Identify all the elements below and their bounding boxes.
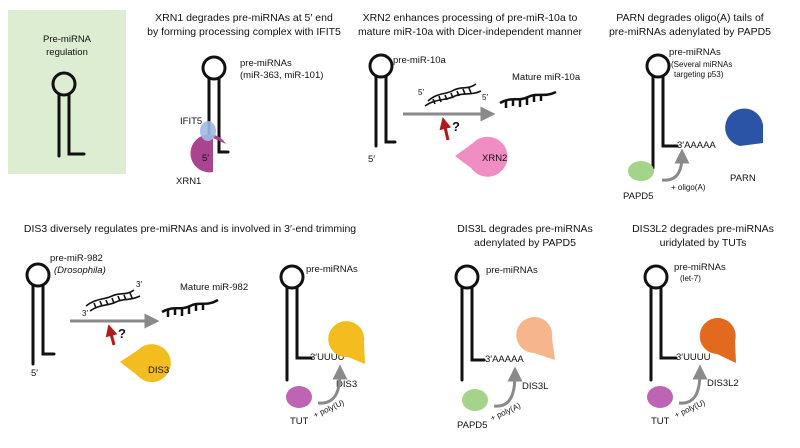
dis3l-poly-arrow [493, 366, 523, 408]
parn-oligo-arrow [661, 148, 690, 182]
dis3l2-rna-sub: (let-7) [680, 274, 701, 283]
dis3l2-tut-label: TUT [651, 416, 670, 427]
xrn2-title-line1: XRN2 enhances processing of pre-miR-10a … [363, 12, 578, 24]
panel-xrn2: XRN2 enhances processing of pre-miR-10a … [358, 12, 583, 177]
dis3l-title-line1: DIS3L degrades pre-miRNAs [457, 223, 593, 235]
panel-dis3l: DIS3L degrades pre-miRNAs adenylated by … [454, 223, 593, 431]
dis3-tut-label: TUT [290, 416, 309, 427]
xrn1-title-line1: XRN1 degrades pre-miRNAs at 5′ end [155, 12, 333, 24]
ifit5-protein [200, 121, 216, 141]
xrn2-duplex-five-prime-b: 5′ [482, 93, 488, 102]
parn-rna-sub-line1: (Several miRNAs [671, 60, 732, 69]
dis3-enzyme-a [120, 344, 171, 383]
xrn2-mature-rna [499, 90, 557, 108]
dis3l2-hairpin [643, 264, 678, 382]
dis3l-rna-label: pre-miRNAs [486, 265, 538, 276]
xrn2-red-arrow [439, 117, 452, 141]
dis3-tail: 3′UUUU [310, 352, 345, 363]
xrn1-enzyme [190, 134, 226, 173]
panel-dis3: DIS3 diversely regulates pre-miRNAs and … [24, 223, 365, 427]
parn-enzyme [725, 108, 763, 146]
parn-rna-sub-line2: targeting p53) [674, 70, 724, 79]
dis3-hairpin-b [279, 264, 313, 382]
dis3l-tail: 3′AAAAA [485, 354, 524, 365]
parn-title-line1: PARN degrades oligo(A) tails of [616, 12, 764, 24]
dis3-enzyme-b [328, 321, 365, 364]
xrn2-hairpin [368, 53, 397, 148]
panel-xrn1: XRN1 degrades pre-miRNAs at 5′ end by fo… [147, 12, 341, 187]
parn-papd5-label: PAPD5 [623, 191, 653, 202]
ifit5-label: IFIT5 [180, 116, 202, 127]
inset-hairpin [51, 71, 86, 158]
dis3-duplex-three-prime-b: 3′ [82, 309, 88, 318]
dis3-rna-label-2: pre-miRNAs [306, 264, 358, 275]
parn-papd5-protein [628, 161, 654, 181]
parn-oligo-label: + oligo(A) [671, 183, 706, 192]
panel-dis3l2: DIS3L2 degrades pre-miRNAs uridylated by… [632, 223, 774, 427]
dis3l-title-line2: adenylated by PAPD5 [474, 237, 576, 249]
xrn2-question-mark: ? [452, 119, 460, 134]
dis3-red-arrow [105, 324, 118, 346]
xrn1-label: XRN1 [176, 176, 201, 187]
xrn1-rna-label-line2: (miR-363, miR-101) [240, 70, 323, 81]
dis3-mature-label: Mature miR-982 [180, 282, 248, 293]
dis3-label-a: DIS3 [148, 365, 169, 376]
dis3l-hairpin [454, 264, 486, 382]
xrn2-title-line2: mature miR-10a with Dicer-independent ma… [358, 26, 583, 38]
xrn2-label: XRN2 [482, 153, 507, 164]
dis3-poly-arrow [317, 364, 348, 405]
xrn1-five-prime: 5′ [202, 153, 209, 164]
parn-hairpin [645, 53, 679, 170]
dis3l2-label: DIS3L2 [707, 378, 739, 389]
parn-title-line2: pre-miRNAs adenylated by PAPD5 [609, 26, 771, 38]
dis3-five-prime: 5′ [31, 368, 38, 379]
xrn2-duplex [424, 83, 482, 107]
dis3l2-poly-arrow [678, 364, 708, 405]
inset-label-line2: regulation [46, 47, 88, 58]
dis3-mature-rna [161, 298, 219, 317]
dis3-title: DIS3 diversely regulates pre-miRNAs and … [24, 223, 356, 235]
dis3l-papd5-label: PAPD5 [457, 420, 487, 431]
xrn2-mature-label: Mature miR-10a [512, 72, 581, 83]
parn-tail: 3′AAAAA [677, 140, 716, 151]
xrn2-duplex-five-prime-a: 5′ [418, 88, 424, 97]
dis3-duplex-three-prime-a: 3′ [136, 280, 142, 289]
dis3-rna-label-a: pre-miR-982 [50, 253, 103, 264]
dis3l-label: DIS3L [522, 381, 548, 392]
parn-label: PARN [730, 173, 756, 184]
dis3-tut-protein [286, 386, 312, 408]
inset-panel: Pre-miRNA regulation [8, 10, 126, 174]
xrn1-title-line2: by forming processing complex with IFIT5 [147, 26, 341, 38]
dis3l-enzyme [516, 317, 555, 360]
xrn1-rna-label-line1: pre-miRNAs [240, 58, 292, 69]
dis3-rna-label-b: (Drosophila) [54, 265, 106, 276]
dis3l2-tut-protein [647, 386, 673, 408]
inset-background [8, 10, 126, 174]
dis3l-papd5-protein [462, 389, 488, 411]
dis3l2-title-line1: DIS3L2 degrades pre-miRNAs [632, 223, 774, 235]
xrn2-rna-label: pre-miR-10a [393, 55, 447, 66]
dis3-question-mark: ? [118, 326, 126, 341]
dis3-hairpin-a [25, 262, 56, 366]
xrn2-five-prime-left: 5′ [368, 154, 375, 165]
dis3l2-enzyme [699, 318, 736, 363]
xrn2-enzyme [455, 136, 508, 177]
dis3l2-rna-label: pre-miRNAs [674, 262, 726, 273]
dis3-duplex [85, 289, 141, 312]
parn-rna-label: pre-miRNAs [669, 47, 721, 58]
dis3l2-title-line2: uridylated by TUTs [660, 237, 747, 249]
inset-label-line1: Pre-miRNA [43, 34, 92, 45]
dis3-label-b: DIS3 [336, 379, 357, 390]
dis3l2-tail: 3′UUUU [676, 352, 711, 363]
panel-parn: PARN degrades oligo(A) tails of pre-miRN… [609, 12, 771, 202]
